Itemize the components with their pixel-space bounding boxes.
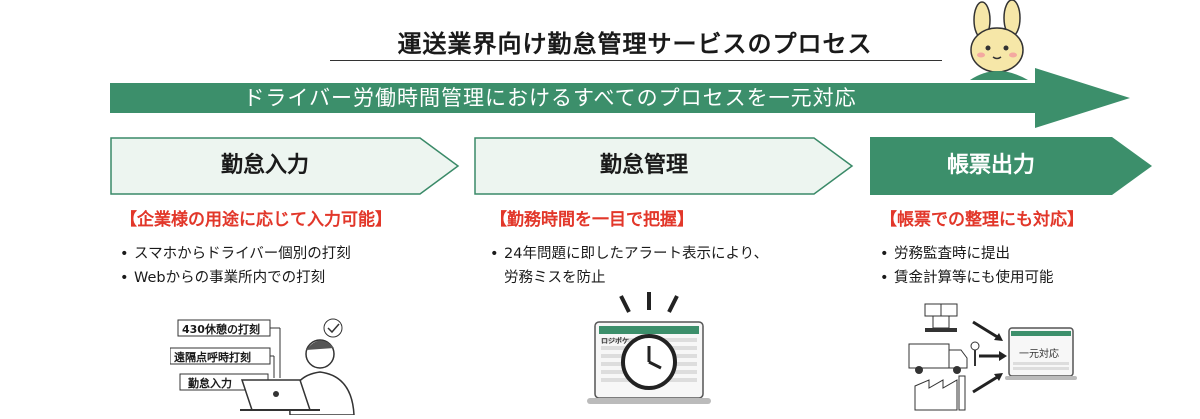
list-item: スマホからドライバー個別の打刻 xyxy=(120,242,392,266)
step-label: 帳票出力 xyxy=(946,153,1035,178)
column-list: スマホからドライバー個別の打刻 Webからの事業所内での打刻 xyxy=(120,242,392,290)
output-illustration: 一元対応 xyxy=(895,300,1085,413)
column-list: 24年問題に即したアラート表示により、 労務ミスを防止 xyxy=(490,242,768,290)
rabbit-mascot-icon xyxy=(970,0,1028,80)
alert-clock-laptop-icon xyxy=(587,292,711,404)
list-item: 24年問題に即したアラート表示により、 労務ミスを防止 xyxy=(490,242,768,290)
list-item-continuation: 労務ミスを防止 xyxy=(504,270,606,286)
column-management: 【勤務時間を一目で把握】 24年問題に即したアラート表示により、 労務ミスを防止 xyxy=(490,205,768,290)
column-heading: 【帳票での整理にも対応】 xyxy=(880,210,1084,230)
illustration-label: 430休憩の打刻 xyxy=(182,323,260,336)
column-heading: 【企業様の用途に応じて入力可能】 xyxy=(120,210,392,230)
person-laptop-icon xyxy=(169,318,355,416)
screen-label: 一元対応 xyxy=(1019,349,1059,360)
page-title: 運送業界向け勤怠管理サービスのプロセス xyxy=(397,30,873,58)
column-list: 労務監査時に提出 賃金計算等にも使用可能 xyxy=(880,242,1084,290)
illustration-label: 遠隔点呼時打刻 xyxy=(174,351,251,364)
list-item-text: 24年問題に即したアラート表示により、 xyxy=(504,246,769,262)
title-underline xyxy=(330,60,942,61)
app-logo-text: ロジポケ xyxy=(601,337,629,345)
column-heading: 【勤務時間を一目で把握】 xyxy=(490,210,694,230)
list-item: 賃金計算等にも使用可能 xyxy=(880,266,1084,290)
step-label: 勤怠管理 xyxy=(599,153,688,178)
step-label: 勤怠入力 xyxy=(220,153,309,178)
step-report-output: 帳票出力 xyxy=(870,137,1152,195)
management-illustration: ロジポケ xyxy=(585,292,715,412)
column-output: 【帳票での整理にも対応】 労務監査時に提出 賃金計算等にも使用可能 xyxy=(880,205,1084,290)
step-attendance-input: 勤怠入力 xyxy=(110,137,460,195)
process-banner-arrow xyxy=(110,68,1130,128)
step-attendance-management: 勤怠管理 xyxy=(474,137,854,195)
banner-text: ドライバー労働時間管理におけるすべてのプロセスを一元対応 xyxy=(243,86,857,110)
list-item: Webからの事業所内での打刻 xyxy=(120,266,392,290)
data-flow-icon xyxy=(908,303,1077,411)
list-item: 労務監査時に提出 xyxy=(880,242,1084,266)
column-input: 【企業様の用途に応じて入力可能】 スマホからドライバー個別の打刻 Webからの事… xyxy=(120,205,392,290)
input-illustration: 430休憩の打刻 遠隔点呼時打刻 勤怠入力 xyxy=(169,318,370,416)
illustration-label: 勤怠入力 xyxy=(188,377,232,390)
